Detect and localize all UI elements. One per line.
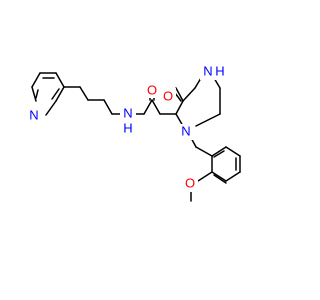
atom-label-h-piperazine: H <box>215 63 224 78</box>
ethyl-linker <box>63 86 122 115</box>
atom-label-h-amide: H <box>123 120 132 135</box>
bond <box>175 87 184 102</box>
bond <box>175 100 184 115</box>
bond <box>197 171 213 182</box>
bond <box>143 99 153 115</box>
bond <box>79 86 89 101</box>
bond <box>182 87 196 102</box>
molecule-diagram: N N H O O N H N O <box>26 63 241 202</box>
atom-label-o-ketone: O <box>163 88 173 103</box>
bond <box>45 100 57 116</box>
bond <box>211 146 227 157</box>
atom-label-n-amide: N <box>123 105 132 120</box>
pyridine-ring <box>31 72 65 116</box>
atom-label-o-amide: O <box>147 82 157 97</box>
bond <box>51 88 60 100</box>
atom-label-n-piperazine: N <box>181 123 190 138</box>
bond <box>31 72 41 88</box>
bond <box>195 113 221 127</box>
bond <box>151 99 161 115</box>
atom-label-n-pyridine: N <box>29 107 38 122</box>
bond <box>211 171 227 182</box>
benzyl-group <box>188 133 241 202</box>
atom-label-o-methoxy: O <box>185 175 195 190</box>
bond <box>195 146 213 157</box>
bond <box>213 150 225 158</box>
bond <box>55 72 65 88</box>
bond <box>103 99 113 115</box>
bond <box>55 86 65 102</box>
bond <box>225 146 241 157</box>
atom-label-n-piperazine-nh: N <box>203 63 212 78</box>
structure-svg: N N H O O N H N O <box>26 63 241 202</box>
bond <box>213 174 227 184</box>
bond <box>225 171 241 182</box>
atom-labels: N N H O O N H N O <box>26 63 228 192</box>
bond <box>31 86 37 102</box>
bond <box>35 89 39 99</box>
